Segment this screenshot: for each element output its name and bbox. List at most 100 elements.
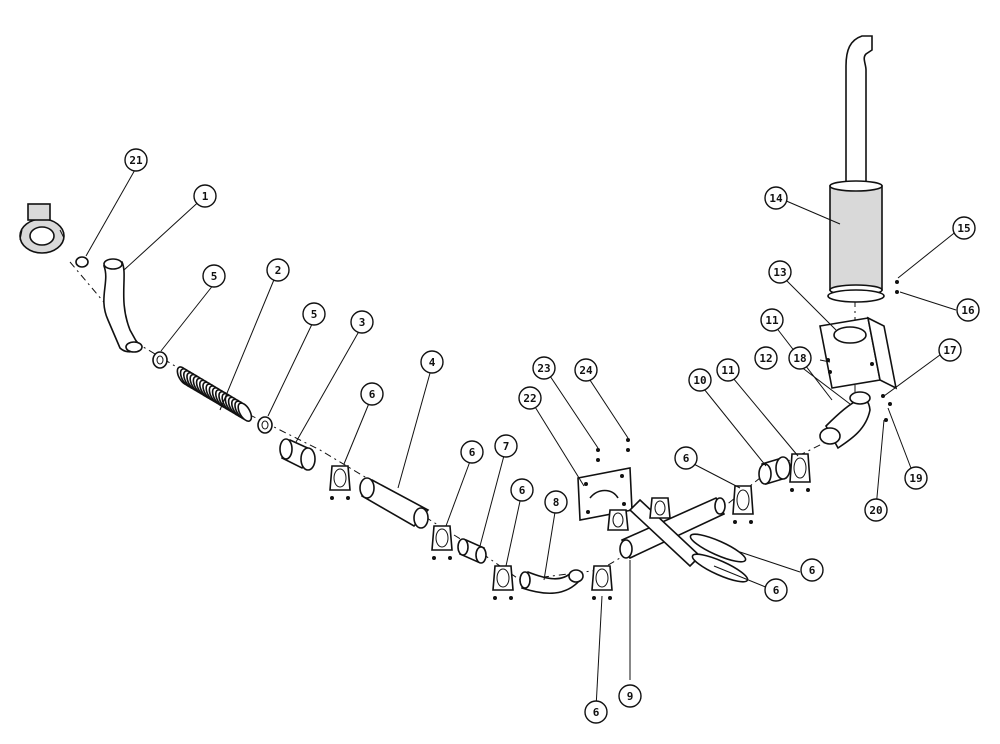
callout-circle <box>674 446 698 470</box>
clamp <box>152 351 168 369</box>
callout-label: 6 <box>683 452 690 465</box>
hanger-band <box>607 509 629 531</box>
callout-23: 23 <box>532 356 556 380</box>
callout-22: 22 <box>518 386 542 410</box>
callout-label: 16 <box>961 304 975 317</box>
callout-circle <box>956 298 980 322</box>
callout-8: 8 <box>544 490 568 514</box>
callout-10: 10 <box>688 368 712 392</box>
callout-circle <box>938 338 962 362</box>
callout-9: 9 <box>618 684 642 708</box>
callout-6: 6 <box>800 558 824 582</box>
callout-label: 8 <box>553 496 560 509</box>
callout-circle <box>952 216 976 240</box>
callout-label: 13 <box>773 266 786 279</box>
callout-13: 13 <box>768 260 792 284</box>
callout-circle <box>760 308 784 332</box>
callout-17: 17 <box>938 338 962 362</box>
callout-6: 6 <box>510 478 534 502</box>
callout-label: 15 <box>957 222 970 235</box>
callout-label: 23 <box>537 362 550 375</box>
straight-pipe <box>359 477 430 529</box>
callout-12: 12 <box>754 346 778 370</box>
callout-14: 14 <box>764 186 788 210</box>
hanger-band <box>732 485 754 524</box>
callout-circle <box>788 346 812 370</box>
callout-circle <box>494 434 518 458</box>
callout-circle <box>764 578 788 602</box>
callout-label: 22 <box>523 392 536 405</box>
callout-circle <box>266 258 290 282</box>
callout-circle <box>800 558 824 582</box>
callout-19: 19 <box>904 466 928 490</box>
leader-lines <box>85 167 959 709</box>
callout-circle <box>764 186 788 210</box>
callout-label: 11 <box>721 364 735 377</box>
hanger-band <box>689 533 749 583</box>
callout-circle <box>518 386 542 410</box>
fasteners <box>826 280 899 422</box>
callout-circle <box>193 184 217 208</box>
callout-21: 21 <box>124 148 148 172</box>
callout-6: 6 <box>360 382 384 406</box>
callout-circle <box>754 346 778 370</box>
callout-label: 20 <box>869 504 882 517</box>
callout-6: 6 <box>460 440 484 464</box>
callout-6: 6 <box>584 700 608 724</box>
callout-24: 24 <box>574 358 598 382</box>
callout-20: 20 <box>864 498 888 522</box>
callout-1: 1 <box>193 184 217 208</box>
callout-6: 6 <box>764 578 788 602</box>
callout-label: 7 <box>503 440 510 453</box>
callout-circle <box>904 466 928 490</box>
callout-label: 6 <box>809 564 816 577</box>
bolts <box>596 438 630 462</box>
callout-label: 12 <box>759 352 772 365</box>
callout-circle <box>864 498 888 522</box>
callout-2: 2 <box>266 258 290 282</box>
callout-circle <box>618 684 642 708</box>
callout-4: 4 <box>420 350 444 374</box>
flex-hose <box>176 366 253 422</box>
callout-label: 3 <box>359 316 366 329</box>
hose-corrugation <box>237 402 253 422</box>
callout-circle <box>510 478 534 502</box>
hanger-band <box>649 497 671 519</box>
callout-circle <box>360 382 384 406</box>
stack-bracket <box>819 316 898 390</box>
turbocharger <box>19 203 65 254</box>
elbow-pipe <box>102 261 142 353</box>
callout-label: 6 <box>519 484 526 497</box>
callout-label: 1 <box>202 190 209 203</box>
callout-label: 6 <box>469 446 476 459</box>
callout-circle <box>124 148 148 172</box>
coupler <box>457 538 487 564</box>
callout-label: 4 <box>429 356 436 369</box>
callout-circle <box>350 310 374 334</box>
callout-label: 19 <box>909 472 922 485</box>
callout-label: 5 <box>311 308 318 321</box>
callout-label: 9 <box>627 690 634 703</box>
callout-circle <box>202 264 226 288</box>
callout-label: 5 <box>211 270 218 283</box>
callout-circle <box>420 350 444 374</box>
hanger-band <box>789 453 811 492</box>
callout-circle <box>302 302 326 326</box>
clamp <box>257 416 273 434</box>
callout-3: 3 <box>350 310 374 334</box>
callout-11: 11 <box>760 308 784 332</box>
callout-label: 10 <box>693 374 706 387</box>
callout-circle <box>584 700 608 724</box>
hanger-band <box>492 565 514 600</box>
callout-7: 7 <box>494 434 518 458</box>
callout-5: 5 <box>302 302 326 326</box>
callout-label: 21 <box>129 154 143 167</box>
callout-circle <box>768 260 792 284</box>
callout-15: 15 <box>952 216 976 240</box>
callout-18: 18 <box>788 346 812 370</box>
callout-label: 24 <box>579 364 593 377</box>
callout-circle <box>544 490 568 514</box>
callout-11: 11 <box>716 358 740 382</box>
callout-circle <box>716 358 740 382</box>
